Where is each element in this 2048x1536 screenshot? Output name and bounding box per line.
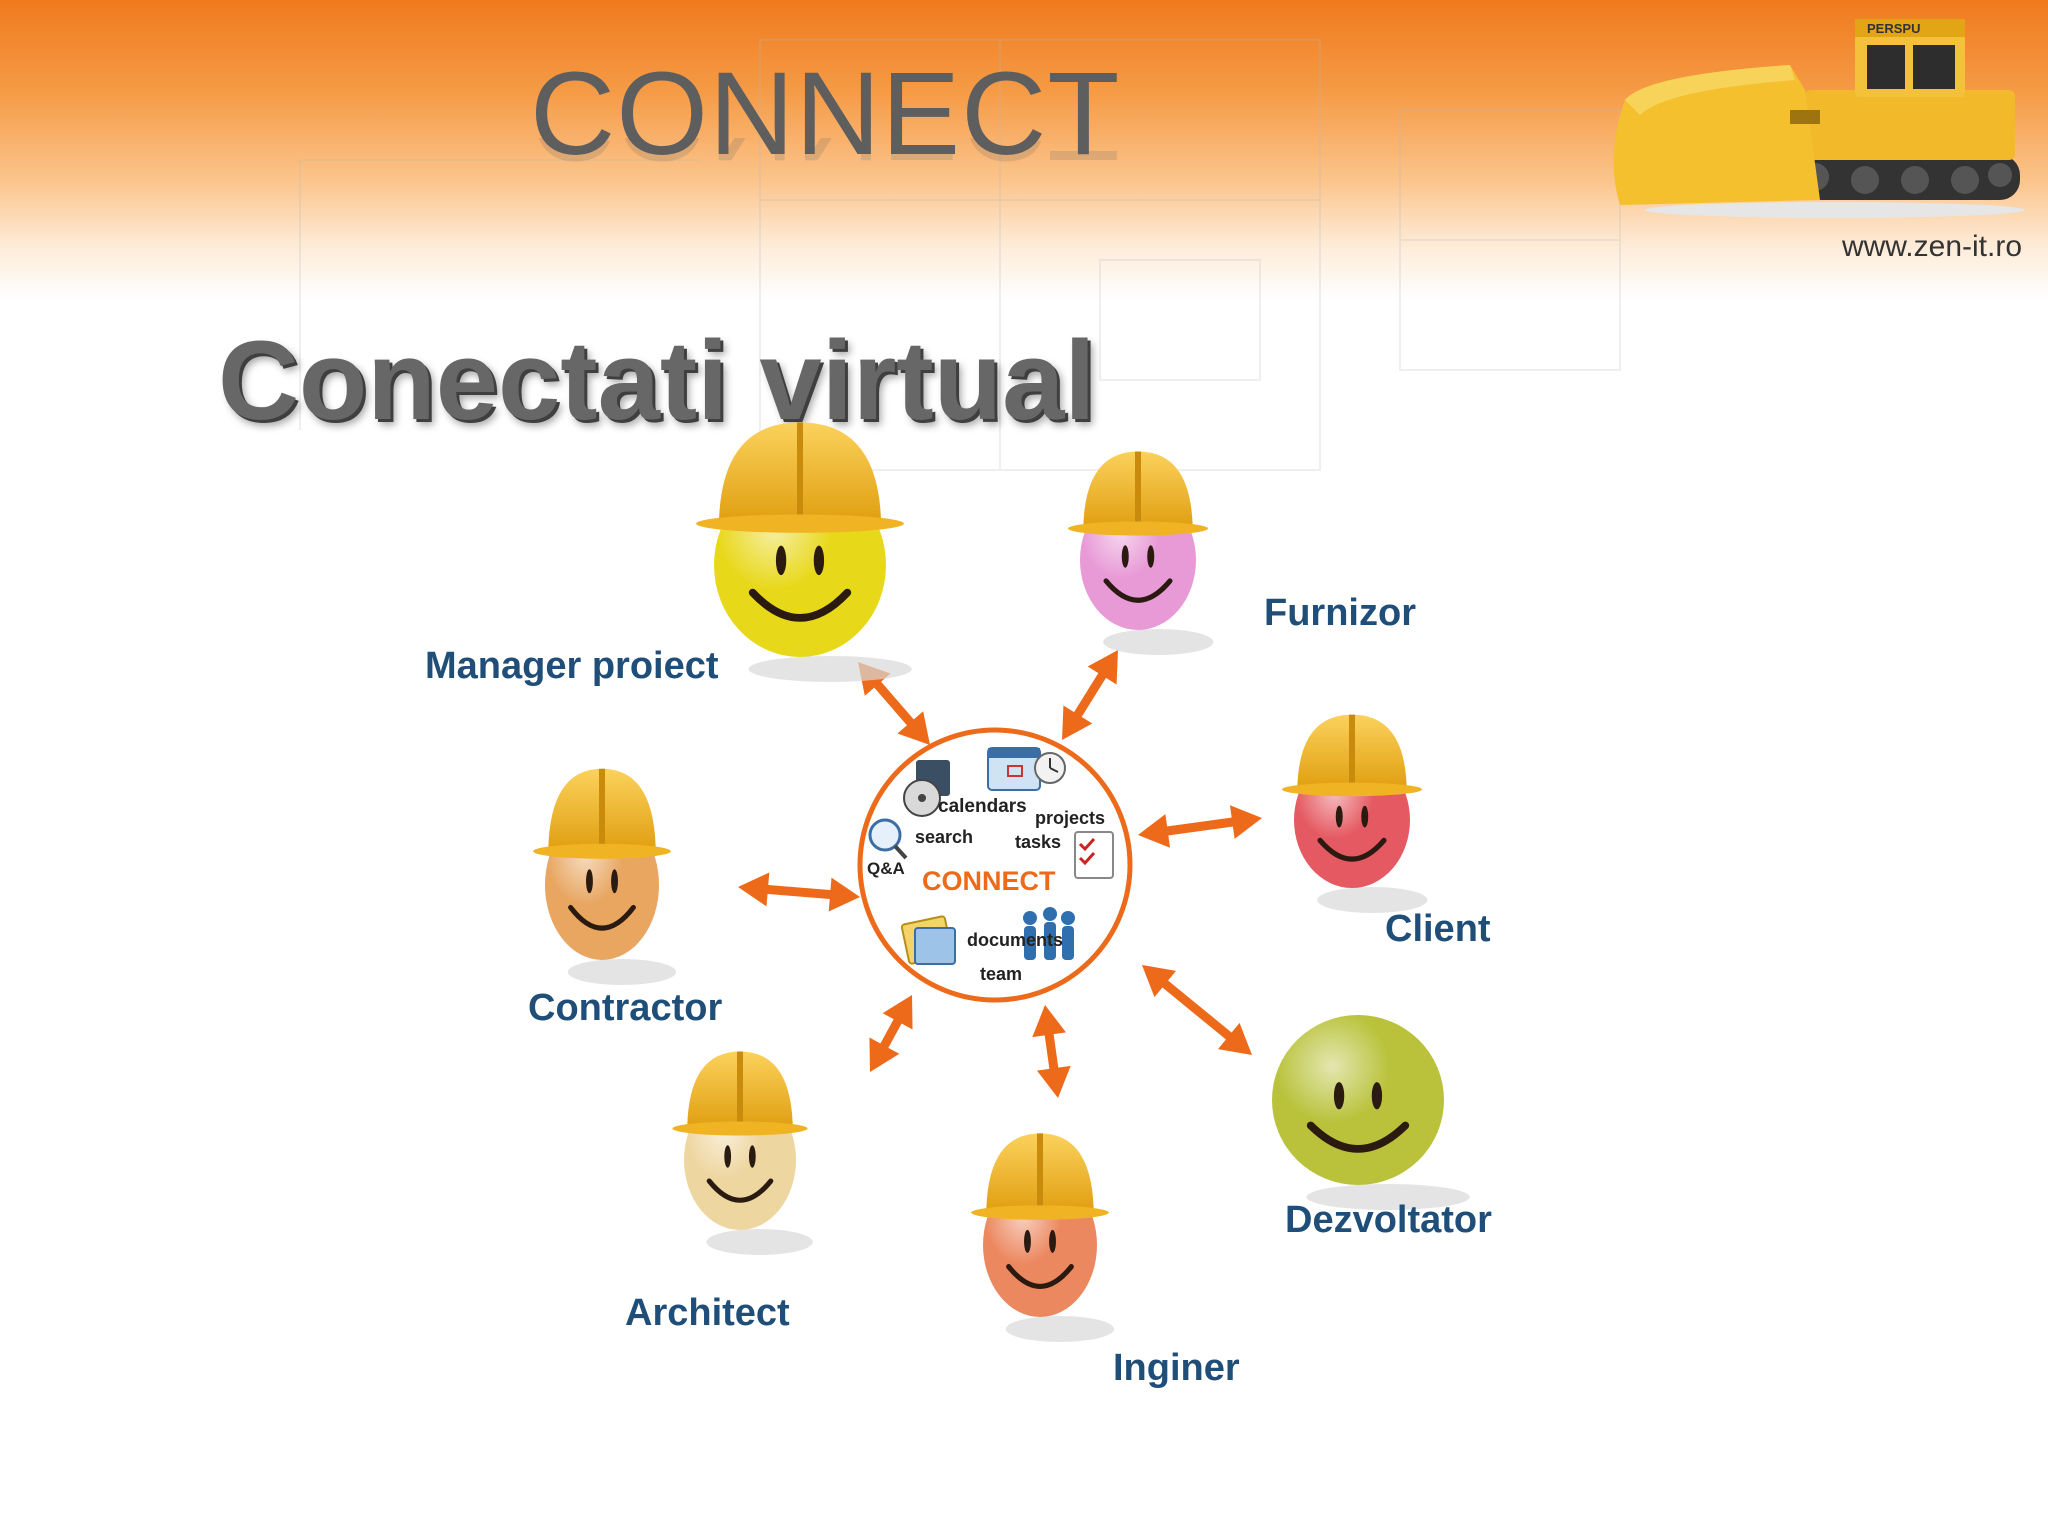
role-face-6 (971, 1133, 1115, 1342)
hard-hat-icon (696, 422, 904, 533)
feature-qa: Q&A (867, 859, 905, 878)
role-label-contractor: Contractor (528, 987, 723, 1029)
feature-documents: documents (967, 930, 1063, 950)
connector-arrow-2 (1138, 805, 1262, 848)
role-faces (533, 422, 1470, 1342)
feature-projects: projects (1035, 808, 1105, 828)
documents-icon (900, 915, 956, 965)
hard-hat-icon (1067, 451, 1209, 536)
clock-icon (1034, 752, 1066, 784)
role-face-5 (672, 1051, 813, 1255)
connector-arrow-3 (738, 872, 860, 912)
role-label-inginer: Inginer (1113, 1347, 1240, 1389)
bulldozer-icon: PERSPU (1613, 19, 2025, 218)
website-url: www.zen-it.ro (1841, 230, 2022, 263)
hard-hat-icon (1281, 714, 1423, 797)
role-face-3 (533, 768, 677, 985)
connector-arrow-6 (1032, 1005, 1071, 1098)
hub-center-label: CONNECT (922, 866, 1056, 896)
blueprint-background (299, 39, 1621, 471)
connector-arrow-4 (1142, 965, 1252, 1055)
role-label-client: Client (1385, 908, 1491, 950)
feature-team: team (980, 964, 1022, 984)
role-label-dezvoltator: Dezvoltator (1285, 1199, 1492, 1241)
bulldozer-brand-text: PERSPU (1867, 21, 1920, 36)
feature-tasks: tasks (1015, 832, 1061, 852)
feature-calendars: calendars (938, 796, 1027, 817)
connector-arrow-5 (869, 995, 913, 1072)
hard-hat-icon (533, 768, 671, 859)
slide-title: Conectati virtual (218, 318, 1096, 443)
center-hub: calendars projects search tasks Q&A CONN… (857, 727, 1133, 1003)
hard-hat-icon (971, 1133, 1109, 1220)
film-reel-icon (903, 760, 950, 817)
role-face-4 (1272, 1015, 1470, 1210)
role-face-0 (696, 422, 912, 682)
hard-hat-icon (672, 1051, 808, 1136)
role-face-2 (1281, 714, 1428, 913)
role-face-1 (1067, 451, 1214, 655)
feature-search: search (915, 827, 973, 847)
team-icon (1023, 907, 1075, 960)
tasks-checklist-icon (1074, 831, 1114, 879)
brand-title: CONNECT (530, 48, 1121, 180)
role-label-furnizor: Furnizor (1264, 592, 1416, 634)
role-label-manager-proiect: Manager proiect (425, 645, 719, 687)
connector-arrow-1 (1062, 650, 1118, 740)
search-icon (868, 818, 908, 860)
role-label-architect: Architect (625, 1292, 790, 1334)
calendar-icon (987, 747, 1041, 791)
